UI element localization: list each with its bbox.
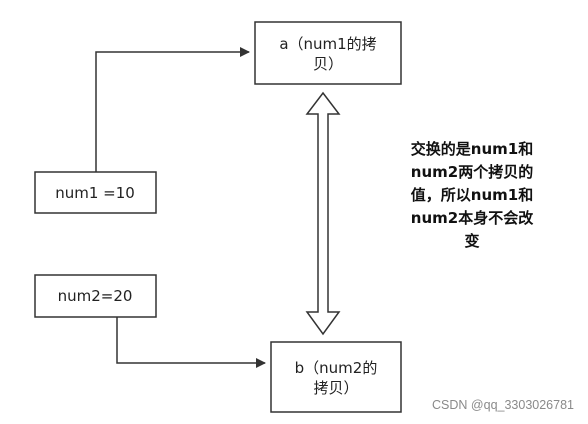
box-num1: num1 =10 bbox=[34, 171, 157, 214]
explanation-note: 交换的是num1和 num2两个拷贝的 值，所以num1和 num2本身不会改 … bbox=[411, 140, 534, 250]
box-b-line1: b（num2的 bbox=[295, 359, 378, 377]
box-a: a（num1的拷 贝） bbox=[254, 21, 402, 85]
box-a-line2: 贝） bbox=[313, 55, 343, 73]
box-b-line2: 拷贝） bbox=[313, 379, 358, 397]
note-line-5: 变 bbox=[464, 232, 479, 250]
box-a-line1: a（num1的拷 bbox=[279, 35, 376, 53]
box-b: b（num2的 拷贝） bbox=[270, 341, 402, 413]
note-line-2: num2两个拷贝的 bbox=[411, 163, 533, 181]
box-num1-label: num1 =10 bbox=[55, 184, 135, 202]
connector-num2-to-b bbox=[116, 317, 266, 368]
note-line-4: num2本身不会改 bbox=[411, 209, 534, 227]
connector-num1-to-a bbox=[95, 47, 250, 172]
watermark: CSDN @qq_3303026781 bbox=[432, 398, 574, 412]
note-line-1: 交换的是num1和 bbox=[411, 140, 533, 158]
note-line-3: 值，所以num1和 bbox=[411, 186, 533, 204]
swap-double-arrow bbox=[305, 91, 341, 336]
box-num2-label: num2=20 bbox=[58, 287, 133, 305]
box-num2: num2=20 bbox=[34, 274, 157, 318]
